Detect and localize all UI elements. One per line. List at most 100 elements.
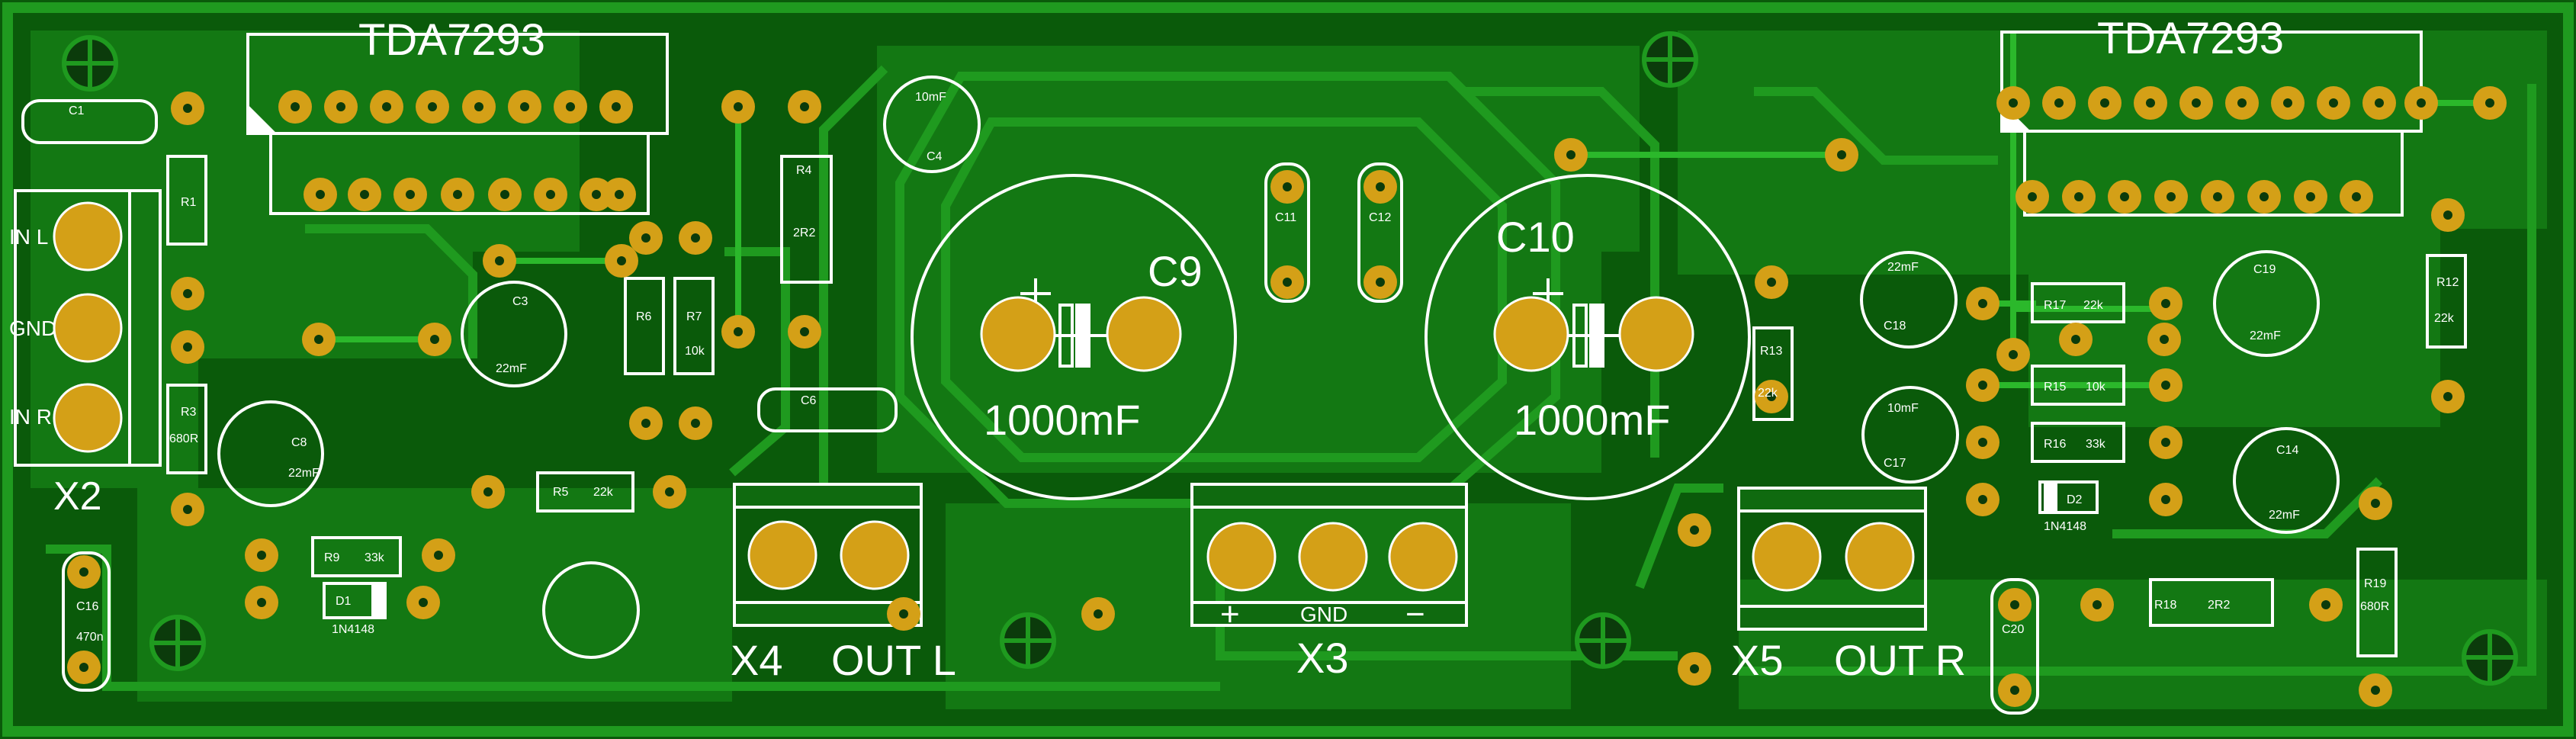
label-x5: X5 xyxy=(1731,636,1784,684)
pad-drill-hole xyxy=(2321,600,2330,609)
label-out-r: OUT R xyxy=(1834,636,1966,684)
pad-drill-hole xyxy=(1690,525,1699,535)
pad-drill-hole xyxy=(2160,335,2169,344)
pad-drill-hole xyxy=(79,567,88,577)
pad-drill-hole xyxy=(800,102,809,111)
label-c3: C3 xyxy=(512,295,528,308)
label-c18: C18 xyxy=(1884,320,1906,333)
pad-drill-hole xyxy=(612,102,621,111)
pad-drill-hole xyxy=(1978,299,1987,308)
label-r5-value: 22k xyxy=(593,486,614,499)
label-c6: C6 xyxy=(801,394,817,407)
label-r5: R5 xyxy=(553,486,569,499)
label-r1: R1 xyxy=(181,196,197,209)
pad-drill-hole xyxy=(641,419,650,428)
pad-drill-hole xyxy=(183,505,192,514)
label-r3-value: 680R xyxy=(169,432,198,445)
label-r19: R19 xyxy=(2364,577,2386,590)
label-c8: C8 xyxy=(291,436,307,449)
pad-drill-hole xyxy=(2237,98,2247,108)
connector-x4 xyxy=(733,483,923,627)
label-in-l: IN L xyxy=(9,225,48,249)
pad-drill-hole xyxy=(1094,609,1103,619)
pad-drill-hole xyxy=(483,487,493,496)
label-d2-value: 1N4148 xyxy=(2044,520,2086,533)
connector-x5 xyxy=(1737,487,1927,631)
pad-drill-hole xyxy=(566,102,575,111)
pad-drill-hole xyxy=(2074,192,2083,201)
label-r16: R16 xyxy=(2044,438,2066,451)
pad-drill-hole xyxy=(2417,98,2426,108)
bright-traces xyxy=(319,31,2490,388)
label-c3-value: 22mF xyxy=(496,362,527,375)
label-gnd-in: GND xyxy=(9,316,56,340)
pad-drill-hole xyxy=(2375,98,2384,108)
pad-drill-hole xyxy=(2283,98,2292,108)
label-c19: C19 xyxy=(2253,263,2276,276)
label-c20: C20 xyxy=(2002,623,2024,636)
pad-drill-hole xyxy=(2161,299,2170,308)
label-c9-value: 1000mF xyxy=(984,396,1140,444)
label-r3: R3 xyxy=(181,406,197,419)
pad-drill-hole xyxy=(406,190,415,199)
pad-drill-hole xyxy=(691,233,700,243)
pad-drill-hole xyxy=(2485,98,2494,108)
pad-drill-hole xyxy=(2161,438,2170,447)
pad-drill-hole xyxy=(2166,192,2176,201)
pad-drill-hole xyxy=(691,419,700,428)
pad-drill-hole xyxy=(2352,192,2361,201)
label-d2: D2 xyxy=(2067,493,2083,506)
pad-drill-hole xyxy=(1690,664,1699,673)
pad-drill-hole xyxy=(434,551,443,560)
pad-drill-hole xyxy=(1978,495,1987,504)
label-r12-value: 22k xyxy=(2434,312,2455,325)
label-r17-value: 22k xyxy=(2083,299,2104,312)
label-r4-value: 2R2 xyxy=(793,227,815,239)
terminal-pads xyxy=(53,201,1915,592)
label-x2: X2 xyxy=(53,474,102,519)
label-c14-value: 22mF xyxy=(2269,509,2300,522)
pad-drill-hole xyxy=(314,335,323,344)
label-r15: R15 xyxy=(2044,381,2066,394)
label-c10: C10 xyxy=(1496,213,1575,261)
label-x3: X3 xyxy=(1296,634,1349,682)
pad-drill-hole xyxy=(382,102,391,111)
solder-pads xyxy=(67,86,2507,707)
pad-drill-hole xyxy=(2010,600,2019,609)
pad-drill-hole xyxy=(257,551,266,560)
label-r19-value: 680R xyxy=(2360,600,2389,613)
pad-drill-hole xyxy=(734,102,743,111)
pad-drill-hole xyxy=(2213,192,2222,201)
pad-drill-hole xyxy=(2093,600,2102,609)
label-c12: C12 xyxy=(1369,211,1391,224)
pad-drill-hole xyxy=(2260,192,2269,201)
label-c9: C9 xyxy=(1148,247,1203,295)
label-c16: C16 xyxy=(76,600,98,613)
mounting-hole-crosses xyxy=(64,34,2516,683)
pad-drill-hole xyxy=(1283,182,1292,191)
pad-drill-hole xyxy=(2028,192,2037,201)
ic-right-title: TDA7293 xyxy=(2097,14,2284,63)
pad-drill-hole xyxy=(430,335,439,344)
label-c1: C1 xyxy=(69,104,85,117)
label-x3-gnd: GND xyxy=(1300,602,1347,626)
pad-drill-hole xyxy=(2071,335,2080,344)
pad-drill-hole xyxy=(2329,98,2338,108)
pad-drill-hole xyxy=(1283,278,1292,287)
label-c19-value: 22mF xyxy=(2250,329,2281,342)
label-out-l: OUT L xyxy=(831,636,956,684)
label-r7-value: 10k xyxy=(685,345,705,358)
pad-drill-hole xyxy=(474,102,483,111)
capacitor-c9-outline xyxy=(911,174,1237,500)
label-c10-value: 1000mF xyxy=(1514,396,1670,444)
label-c17-value: 10mF xyxy=(1887,402,1919,415)
pad-drill-hole xyxy=(1767,392,1776,401)
pad-drill-hole xyxy=(316,190,325,199)
label-c4: C4 xyxy=(927,150,943,163)
label-x3-plus: + xyxy=(1220,596,1240,633)
pad-drill-hole xyxy=(665,487,674,496)
pad-drill-hole xyxy=(2161,495,2170,504)
pad-drill-hole xyxy=(183,104,192,113)
pad-drill-hole xyxy=(1767,278,1776,287)
